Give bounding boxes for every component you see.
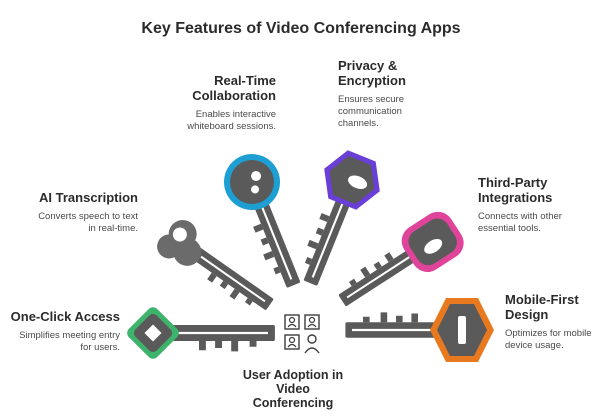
key-third-party-integrations [332,211,464,308]
diagram-title: Key Features of Video Conferencing Apps [141,20,461,37]
key-ai-transcription [157,220,275,319]
feature-title: Real-Time Collaboration [192,73,276,103]
feature-description: Converts speech to text in real-time. [38,211,138,234]
feature-privacy-encryption: Privacy & Encryption Ensures secure comm… [338,58,448,130]
feature-description: Ensures secure communication channels. [338,94,405,129]
key-mobile-first-design [344,298,494,362]
feature-title: One-Click Access [10,309,120,324]
feature-title: AI Transcription [39,190,138,205]
key-one-click-access [127,307,277,359]
feature-third-party-integrations: Third-Party Integrations Connects with o… [478,175,598,235]
feature-description: Connects with other essential tools. [478,211,562,234]
feature-title: Privacy & Encryption [338,58,406,88]
video-conference-users-icon [284,314,320,354]
feature-one-click-access: One-Click Access Simplifies meeting entr… [2,309,120,354]
key-privacy-encryption [293,150,380,287]
feature-description: Simplifies meeting entry for users. [19,330,120,353]
feature-description: Optimizes for mobile device usage. [505,328,592,351]
feature-title: Third-Party Integrations [478,175,553,205]
feature-real-time-collaboration: Real-Time Collaboration Enables interact… [176,73,276,133]
feature-ai-transcription: AI Transcription Converts speech to text… [28,190,138,235]
feature-title: Mobile-First Design [505,292,579,322]
feature-mobile-first-design: Mobile-First Design Optimizes for mobile… [505,292,601,352]
feature-description: Enables interactive whiteboard sessions. [187,109,276,132]
key-real-time-collaboration [224,154,302,293]
center-label: User Adoption in Video Conferencing [242,368,344,410]
